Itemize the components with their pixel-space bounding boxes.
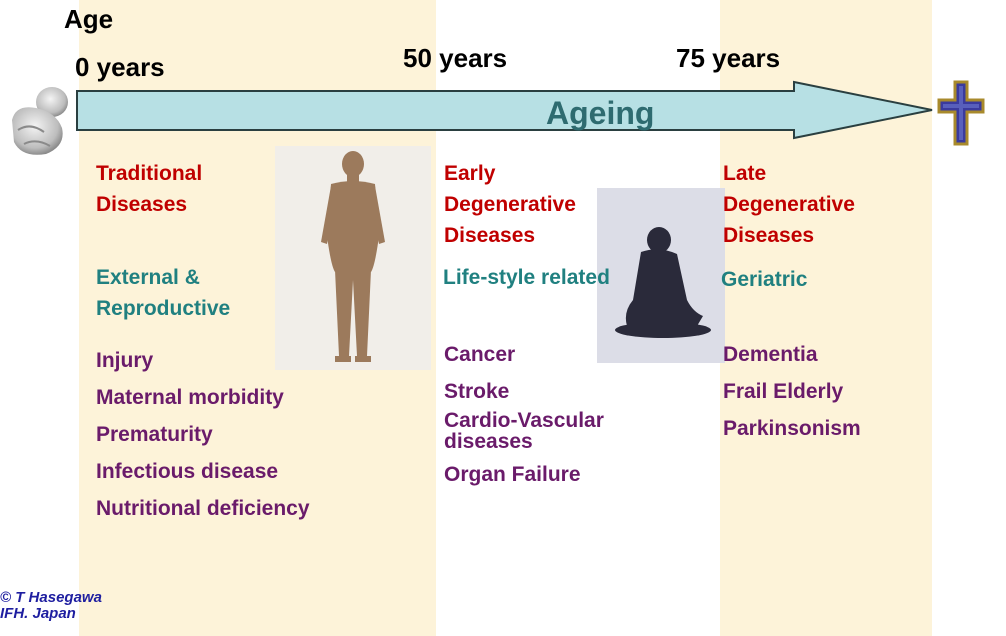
type-late-degenerative: Geriatric: [721, 264, 807, 295]
conditions-traditional: Injury Maternal morbidity Prematurity In…: [96, 342, 310, 527]
column-late-degenerative: Late Degenerative Diseases: [723, 158, 855, 251]
copyright-line: © T Hasegawa: [0, 590, 102, 606]
conditions-early-degenerative: Cancer Stroke Cardio-Vascular diseases O…: [444, 336, 664, 493]
category-label: Diseases: [96, 189, 202, 220]
category-label: Degenerative: [723, 189, 855, 220]
type-label: Life-style related: [443, 262, 610, 293]
conditions-late-degenerative: Dementia Frail Elderly Parkinsonism: [723, 336, 861, 447]
category-label: Early: [444, 158, 576, 189]
condition-item: Cardio-Vascular diseases: [444, 410, 664, 452]
type-early-degenerative: Life-style related: [443, 262, 610, 293]
column-traditional: Traditional Diseases: [96, 158, 202, 220]
ageing-arrow: [76, 80, 934, 140]
category-label: Diseases: [723, 220, 855, 251]
type-label: Geriatric: [721, 264, 807, 295]
condition-item: Prematurity: [96, 416, 310, 453]
cross-icon: [937, 80, 985, 146]
condition-item: Dementia: [723, 336, 861, 373]
condition-item: Maternal morbidity: [96, 379, 310, 416]
condition-item: Frail Elderly: [723, 373, 861, 410]
statue-figure-icon: [275, 146, 431, 370]
tick-75-years: 75 years: [676, 43, 780, 74]
category-label: Degenerative: [444, 189, 576, 220]
condition-item: Nutritional deficiency: [96, 490, 310, 527]
condition-item: Parkinsonism: [723, 410, 861, 447]
condition-item: Cancer: [444, 336, 664, 373]
condition-item: Stroke: [444, 373, 664, 410]
category-label: Late: [723, 158, 855, 189]
category-label: Traditional: [96, 158, 202, 189]
tick-50-years: 50 years: [403, 43, 507, 74]
copyright-note: © T Hasegawa IFH. Japan: [0, 590, 102, 622]
type-traditional: External & Reproductive: [96, 262, 230, 324]
baby-sculpture-icon: [6, 82, 72, 158]
condition-item: Injury: [96, 342, 310, 379]
ageing-label: Ageing: [546, 95, 654, 132]
type-label: External &: [96, 262, 230, 293]
tick-0-years: 0 years: [75, 52, 165, 83]
condition-item: Infectious disease: [96, 453, 310, 490]
type-label: Reproductive: [96, 293, 230, 324]
column-early-degenerative: Early Degenerative Diseases: [444, 158, 576, 251]
copyright-line: IFH. Japan: [0, 606, 102, 622]
age-title: Age: [64, 4, 113, 35]
condition-item: Organ Failure: [444, 456, 664, 493]
category-label: Diseases: [444, 220, 576, 251]
